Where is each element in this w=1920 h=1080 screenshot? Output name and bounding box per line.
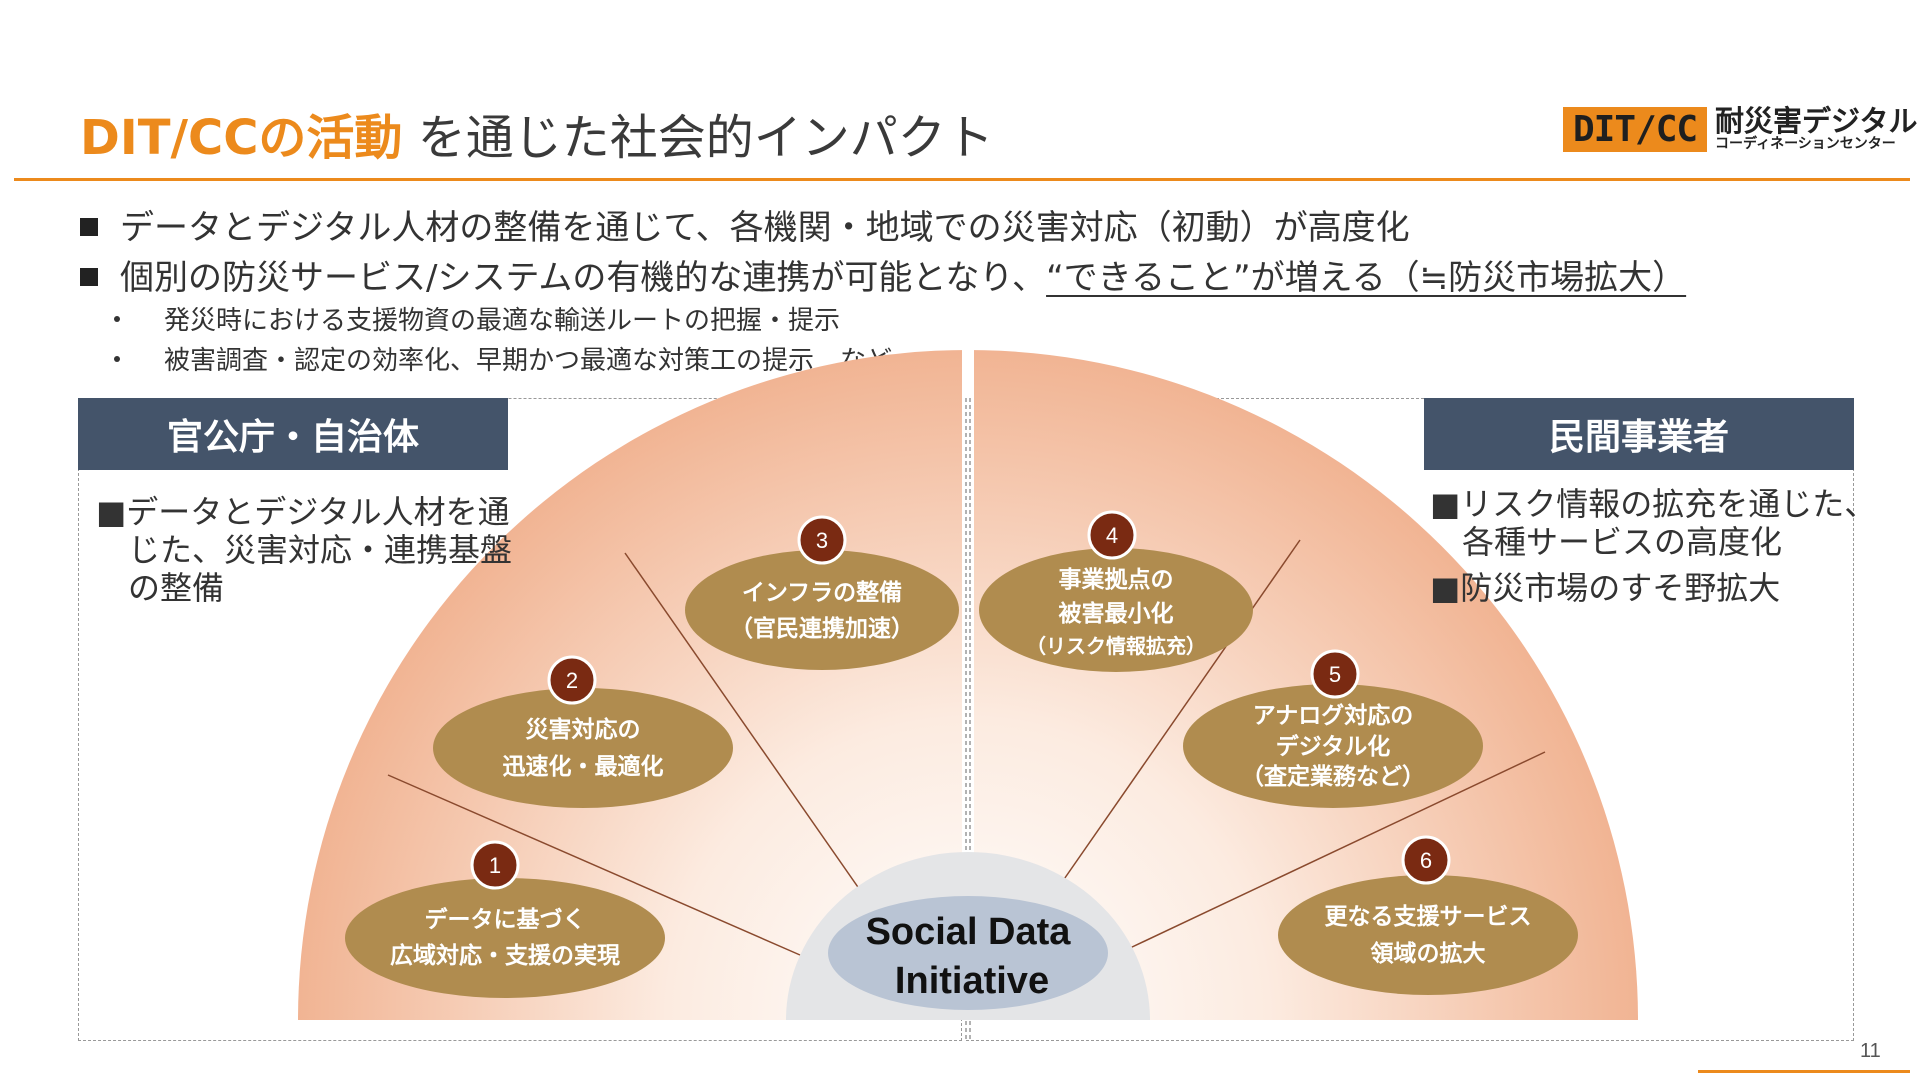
logo-text: 耐災害デジタル コーディネーションセンター — [1715, 106, 1917, 151]
dot-bullet-icon — [114, 355, 120, 362]
item-5-line3: （査定業務など） — [1241, 763, 1425, 790]
item-5-line2: デジタル化 — [1276, 733, 1391, 760]
number-badge — [797, 515, 847, 565]
item-1-line1: データに基づく — [425, 906, 586, 933]
sub-bullet-1: 発災時における支援物資の最適な輸送ルートの把握・提示 — [114, 300, 840, 337]
number-badge — [1401, 835, 1451, 885]
item-6-line1: 更なる支援サービス — [1325, 904, 1532, 930]
separator-line — [1059, 539, 1301, 886]
item-3-line2: （官民連携加速） — [730, 615, 914, 642]
title-divider — [14, 178, 1910, 181]
bullet-1: データとデジタル人材の整備を通じて、各機関・地域での災害対応（初動）が高度化 — [80, 200, 1410, 249]
left-panel-header: 官公庁・自治体 — [78, 398, 508, 470]
item-2-number: 2 — [566, 668, 578, 693]
separator-line — [624, 552, 861, 891]
sub-bullet-2: 被害調査・認定の効率化、早期かつ最適な対策工の提示 など — [114, 340, 892, 377]
right-text-line: ■リスク情報の拡充を通じた、 — [1430, 485, 1877, 523]
item-4-line1: 事業拠点の — [1059, 566, 1174, 593]
right-text-line: 各種サービスの高度化 — [1430, 522, 1783, 561]
logo-name: 耐災害デジタル — [1715, 104, 1918, 139]
center-oval — [828, 896, 1108, 1010]
right-text-line: ■防災市場のすそ野拡大 — [1430, 568, 1781, 607]
logo-subname: コーディネーションセンター — [1715, 135, 1896, 152]
sub-bullet-2-text: 被害調査・認定の効率化、早期かつ最適な対策工の提示 など — [164, 346, 893, 376]
title-rest: を通じた社会的インパクト — [402, 110, 994, 166]
bullet-2-text: 個別の防災サービス/システムの有機的な連携が可能となり、 — [120, 258, 1047, 298]
square-bullet-icon — [80, 267, 98, 286]
page-number: 11 — [1860, 1040, 1881, 1062]
bullet-2: 個別の防災サービス/システムの有機的な連携が可能となり、“できること”が増える（… — [80, 250, 1686, 299]
impact-item-4: 事業拠点の 被害最小化 （リスク情報拡充） 4 — [979, 510, 1253, 672]
item-4-line2: 被害最小化 — [1059, 600, 1174, 627]
logo: DIT/CC 耐災害デジタル コーディネーションセンター — [1563, 103, 1917, 155]
item-1-number: 1 — [489, 853, 501, 878]
impact-item-1: データに基づく 広域対応・支援の実現 1 — [345, 840, 665, 998]
center-title-line2: Initiative — [895, 960, 1049, 1002]
item-2-line2: 迅速化・最適化 — [503, 753, 664, 780]
number-badge — [1087, 510, 1137, 560]
right-panel-text: ■リスク情報の拡充を通じた、 各種サービスの高度化 ■防災市場のすそ野拡大 — [1430, 485, 1877, 607]
item-oval — [345, 878, 665, 998]
item-2-line1: 災害対応の — [526, 716, 641, 743]
impact-item-5: アナログ対応の デジタル化 （査定業務など） 5 — [1183, 649, 1483, 808]
separator-line — [1129, 751, 1546, 949]
item-5-line1: アナログ対応の — [1253, 702, 1414, 729]
item-4-number: 4 — [1106, 523, 1118, 548]
item-oval — [1278, 875, 1578, 995]
title-accent: DIT/CCの活動 — [80, 110, 403, 166]
item-oval — [433, 688, 733, 808]
item-3-number: 3 — [816, 528, 828, 553]
item-oval — [685, 550, 959, 670]
impact-item-2: 災害対応の 迅速化・最適化 2 — [433, 655, 733, 808]
number-badge — [1310, 649, 1360, 699]
left-text-line: の整備 — [96, 568, 225, 607]
dot-bullet-icon — [114, 315, 120, 322]
item-5-number: 5 — [1329, 662, 1341, 687]
item-3-line1: インフラの整備 — [742, 579, 902, 606]
item-1-line2: 広域対応・支援の実現 — [390, 942, 620, 969]
right-panel-header: 民間事業者 — [1424, 398, 1854, 470]
item-oval — [979, 548, 1253, 672]
separator-line — [387, 774, 801, 956]
left-text-line: ■データとデジタル人材を通 — [96, 493, 510, 531]
sub-bullet-1-text: 発災時における支援物資の最適な輸送ルートの把握・提示 — [164, 306, 841, 336]
item-6-line2: 領域の拡大 — [1371, 940, 1486, 967]
item-6-number: 6 — [1420, 848, 1432, 873]
logo-mark: DIT/CC — [1563, 106, 1708, 152]
bullet-1-text: データとデジタル人材の整備を通じて、各機関・地域での災害対応（初動）が高度化 — [120, 208, 1410, 248]
number-badge — [470, 840, 520, 890]
number-badge — [547, 655, 597, 705]
page-title: DIT/CCの活動 を通じた社会的インパクト — [80, 98, 994, 168]
impact-item-6: 更なる支援サービス 領域の拡大 6 — [1278, 835, 1578, 995]
footer-rule — [1698, 1070, 1910, 1073]
left-panel-text: ■データとデジタル人材を通 じた、災害対応・連携基盤 の整備 — [96, 493, 513, 607]
item-4-line3: （リスク情報拡充） — [1026, 634, 1206, 658]
item-oval — [1183, 684, 1483, 808]
impact-item-3: インフラの整備 （官民連携加速） 3 — [685, 515, 959, 670]
square-bullet-icon — [80, 217, 98, 236]
center-title-line1: Social Data — [866, 911, 1072, 953]
bullet-2-underlined: “できること”が増える（≒防災市場拡大） — [1046, 258, 1687, 298]
left-text-line: じた、災害対応・連携基盤 — [96, 530, 513, 569]
